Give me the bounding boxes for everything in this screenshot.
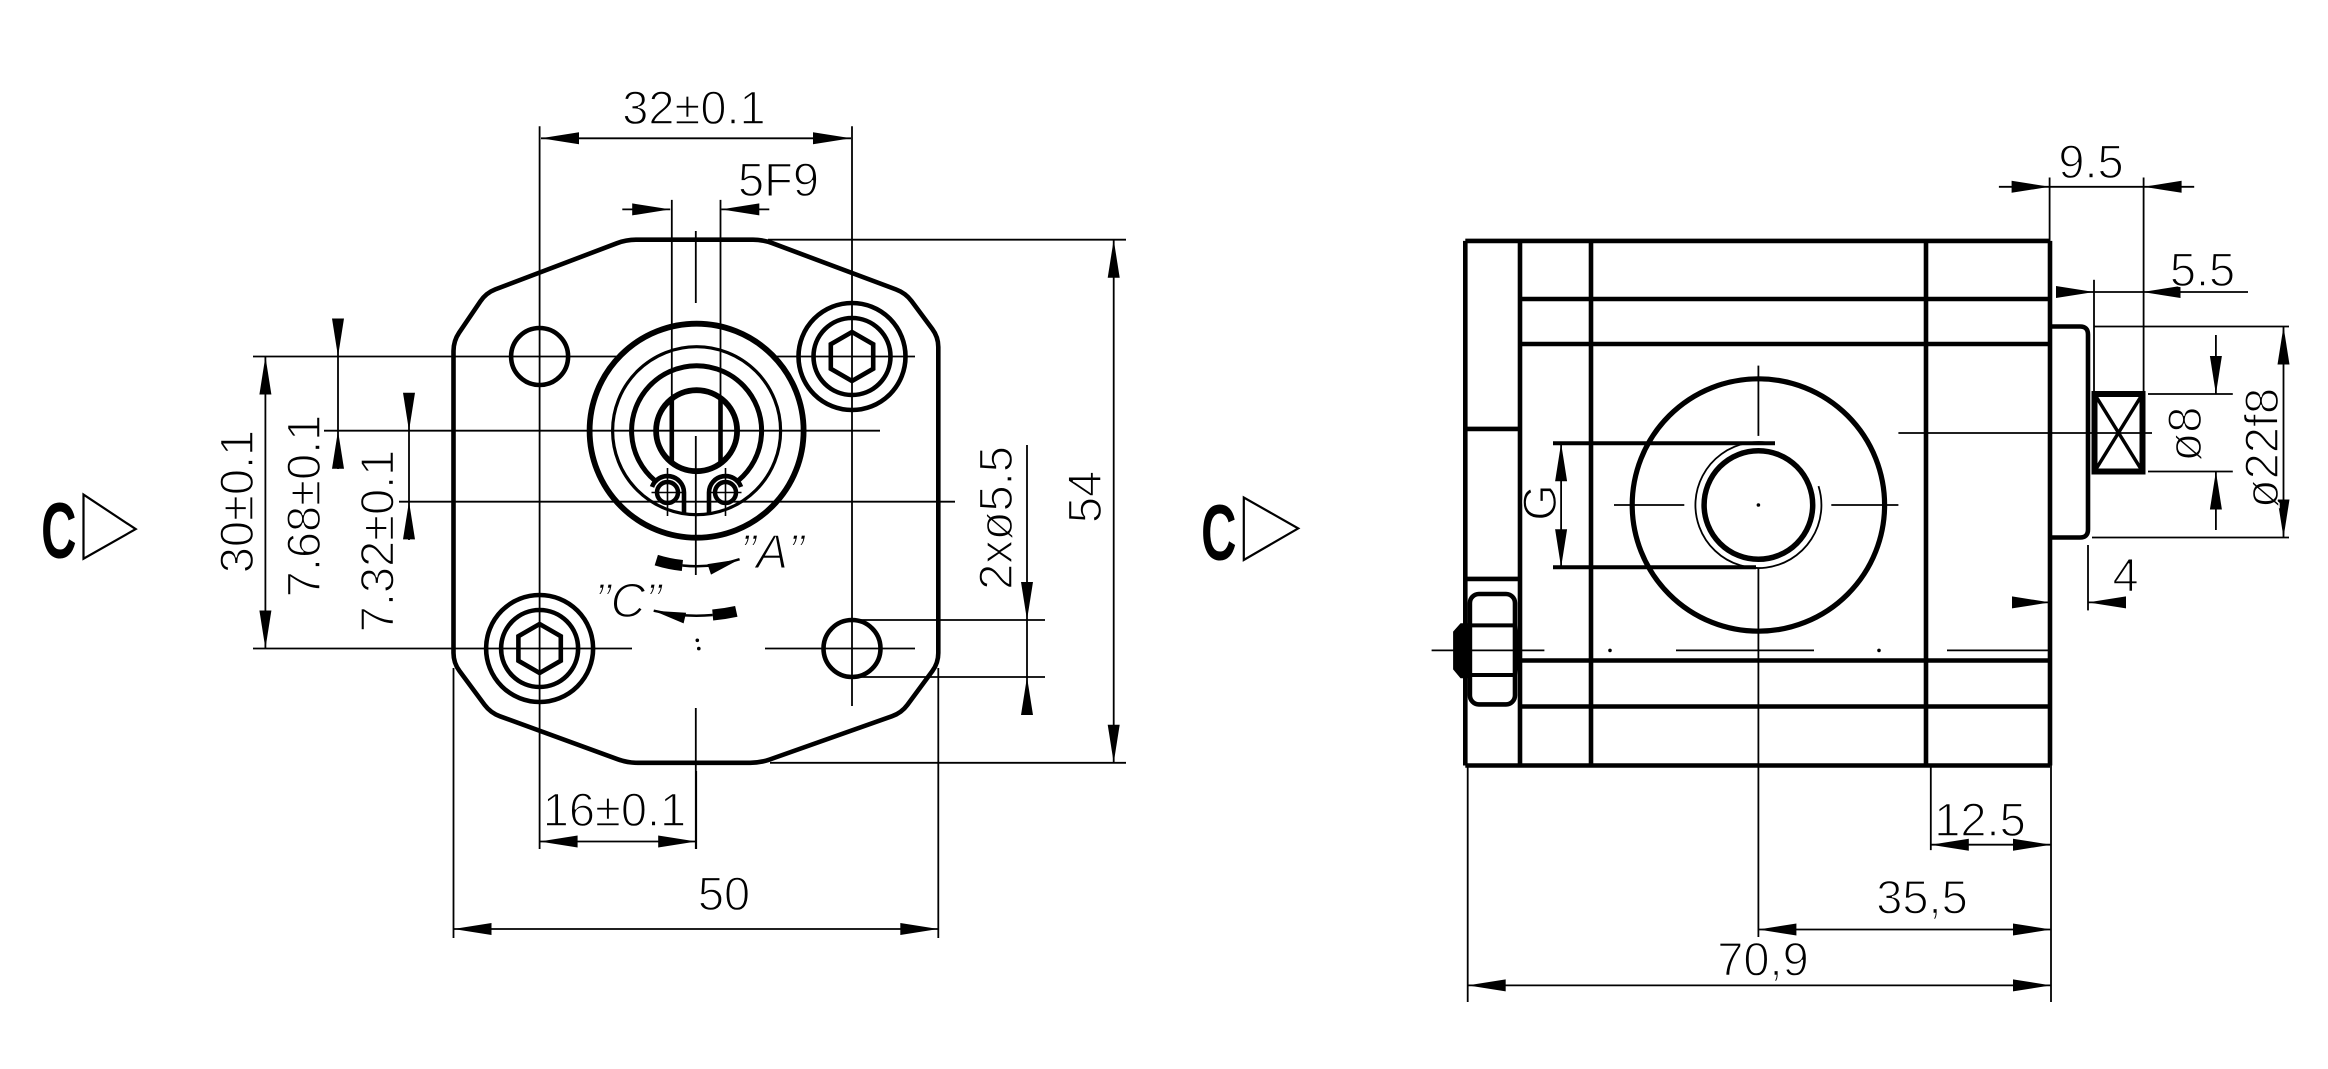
svg-text:9.5: 9.5	[2058, 135, 2123, 188]
svg-text:12.5: 12.5	[1934, 793, 2025, 846]
svg-text:G: G	[1513, 484, 1566, 521]
svg-text:2xø5.5: 2xø5.5	[969, 446, 1022, 590]
svg-text:C: C	[41, 487, 76, 575]
svg-text:7.68±0.1: 7.68±0.1	[277, 415, 330, 598]
svg-text:ø8: ø8	[2158, 407, 2211, 462]
svg-text:16±0.1: 16±0.1	[543, 783, 686, 836]
svg-text:”A”: ”A”	[740, 526, 806, 579]
svg-text:50: 50	[698, 867, 750, 920]
svg-text:70,9: 70,9	[1717, 933, 1808, 986]
svg-text:5.5: 5.5	[2170, 243, 2235, 296]
svg-text:ø22f8: ø22f8	[2235, 388, 2288, 508]
svg-text:”C”: ”C”	[595, 575, 664, 628]
svg-text:C: C	[1201, 489, 1236, 577]
svg-text:4: 4	[2113, 549, 2139, 602]
svg-text:32±0.1: 32±0.1	[622, 81, 765, 134]
svg-text:30±0.1: 30±0.1	[210, 430, 263, 573]
svg-text:35,5: 35,5	[1876, 870, 1967, 923]
svg-text:7.32±0.1: 7.32±0.1	[351, 450, 404, 633]
svg-text:54: 54	[1058, 471, 1111, 523]
svg-text:5F9: 5F9	[738, 153, 819, 206]
